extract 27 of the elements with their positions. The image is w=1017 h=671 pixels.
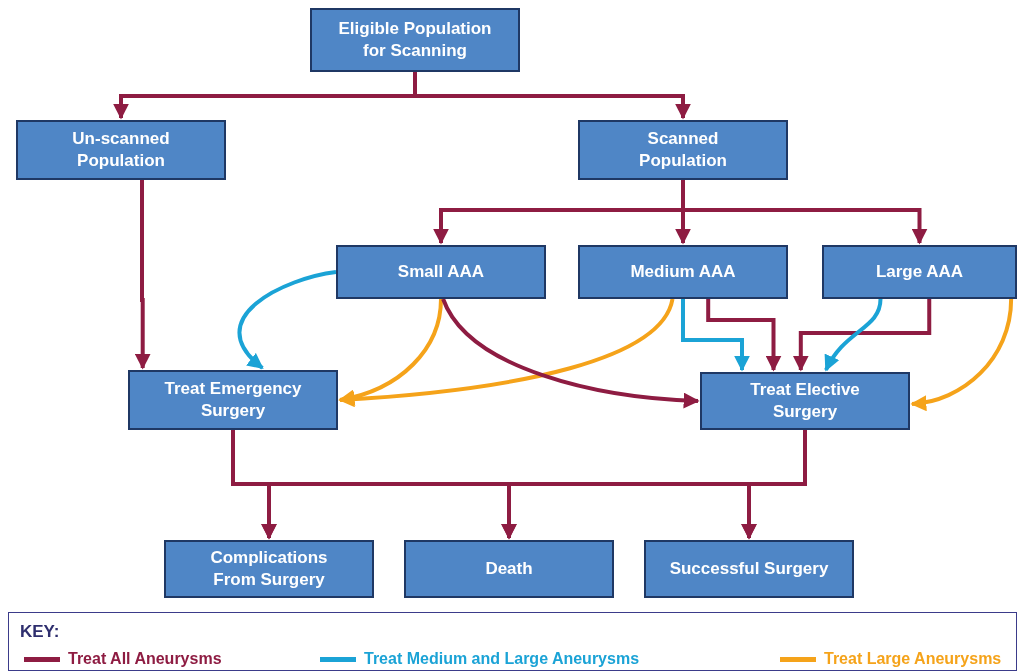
process-box: Complications From Surgery: [164, 540, 374, 598]
process-box: Treat Elective Surgery: [700, 372, 910, 430]
legend-label: Treat All Aneurysms: [68, 650, 222, 668]
arrow: [681, 299, 750, 372]
legend-title: KEY:: [20, 622, 60, 642]
process-box: Medium AAA: [578, 245, 788, 299]
arrow: [134, 180, 151, 370]
process-box: Scanned Population: [578, 120, 788, 180]
process-box: Un-scanned Population: [16, 120, 226, 180]
legend-label: Treat Medium and Large Aneurysms: [364, 650, 640, 668]
arrow: [824, 298, 883, 372]
process-box: Death: [404, 540, 614, 598]
arrow: [338, 298, 675, 408]
process-box: Large AAA: [822, 245, 1017, 299]
arrow: [413, 72, 691, 120]
process-box: Small AAA: [336, 245, 546, 299]
process-box: Successful Surgery: [644, 540, 854, 598]
arrow: [681, 180, 928, 245]
arrow: [792, 299, 932, 372]
process-box: Eligible Population for Scanning: [310, 8, 520, 72]
legend-label: Treat Large Aneurysms: [824, 650, 1002, 668]
arrow: [741, 430, 807, 540]
arrow: [706, 299, 782, 372]
process-box: Treat Emergency Surgery: [128, 370, 338, 430]
arrow: [237, 270, 337, 370]
arrow: [910, 298, 1014, 411]
arrow: [441, 298, 700, 409]
